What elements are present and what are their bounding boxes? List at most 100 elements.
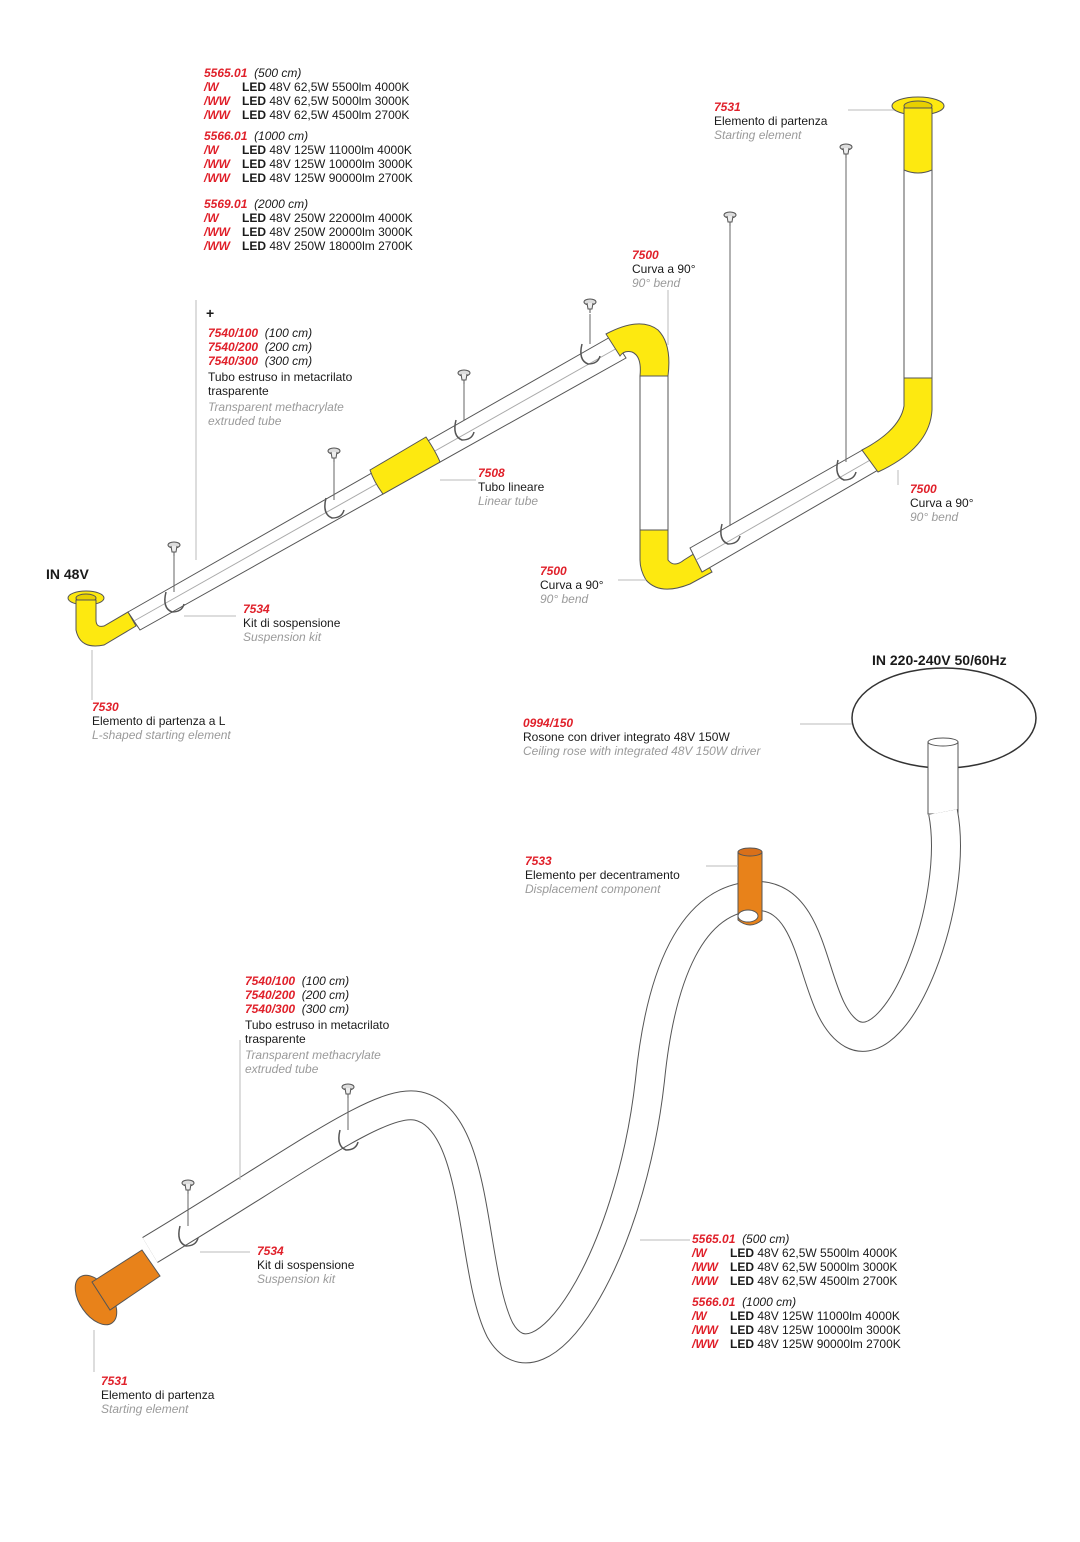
tube-en: Transparent methacrylate [245, 1048, 381, 1062]
component-it: Elemento per decentramento [525, 868, 680, 882]
led-variant: /W [204, 80, 219, 94]
label-7534-bottom: 7534 Kit di sospensione Suspension kit [257, 1244, 354, 1286]
input-220v-label: IN 220-240V 50/60Hz [872, 652, 1007, 668]
component-it: Curva a 90° [632, 262, 696, 276]
led-variant: /W [692, 1246, 707, 1260]
led-group-0: 5565.01 (500 cm) /W LED 48V 62,5W 5500lm … [204, 66, 413, 122]
component-en: Starting element [101, 1402, 189, 1416]
led-group-code: 5566.01 [204, 129, 248, 143]
component-code: 7530 [92, 700, 119, 714]
led-group-length: (2000 cm) [254, 197, 309, 211]
led-variant: /WW [204, 108, 230, 122]
tube-en: Transparent methacrylate [208, 400, 344, 414]
diagonal-tube-right [689, 447, 879, 573]
component-en: 90° bend [632, 276, 681, 290]
leader-lines-bottom [93, 723, 852, 1372]
led-tag: LED [730, 1260, 754, 1274]
input-48v-label: IN 48V [46, 566, 89, 582]
tube-code: 7540/200 [245, 988, 296, 1002]
bottom-installation [74, 667, 1037, 1372]
component-it: Elemento di partenza [714, 114, 828, 128]
led-tag: LED [730, 1309, 754, 1323]
ceiling-rose-0994-150 [851, 667, 1037, 815]
plus-sign: + [206, 305, 215, 321]
led-variant: /WW [204, 157, 230, 171]
led-spec: 48V 62,5W 5500lm 4000K [269, 80, 410, 94]
led-spec: 48V 125W 11000lm 4000K [269, 143, 412, 157]
label-7531-top: 7531 Elemento di partenza Starting eleme… [714, 100, 827, 142]
led-tag: LED [242, 239, 266, 253]
linear-tube-7508 [369, 436, 441, 495]
top-led-spec-block: 5565.01 (500 cm) /W LED 48V 62,5W 5500lm … [204, 66, 413, 260]
tube-code: 7540/300 [208, 354, 259, 368]
leader-lines-top [91, 109, 899, 700]
led-tag: LED [242, 94, 266, 108]
label-7530: 7530 Elemento di partenza a L L-shaped s… [92, 700, 231, 742]
led-spec: 48V 125W 10000lm 3000K [269, 157, 413, 171]
suspension-wires-bottom [187, 1098, 349, 1226]
led-variant: /WW [204, 225, 230, 239]
component-code: 7500 [910, 482, 937, 496]
tube-it2: trasparente [208, 384, 269, 398]
component-code: 7531 [101, 1374, 128, 1388]
led-spec: 48V 125W 11000lm 4000K [757, 1309, 900, 1323]
led-group-length: (1000 cm) [742, 1295, 797, 1309]
top-installation [67, 96, 945, 700]
led-tag: LED [242, 143, 266, 157]
label-7534-top: 7534 Kit di sospensione Suspension kit [243, 602, 340, 644]
tube-it: Tubo estruso in metacrilato [208, 370, 353, 384]
component-en: 90° bend [910, 510, 959, 524]
led-tag: LED [242, 108, 266, 122]
start-element-7531-bottom [74, 1249, 161, 1326]
component-code: 7500 [632, 248, 659, 262]
tube-code: 7540/100 [245, 974, 296, 988]
bend-7500-right [861, 377, 933, 473]
led-spec: 48V 62,5W 5500lm 4000K [757, 1246, 898, 1260]
led-variant: /WW [204, 94, 230, 108]
led-spec: 48V 250W 18000lm 2700K [269, 239, 413, 253]
flexible-tube [142, 809, 961, 1364]
component-it: Tubo lineare [478, 480, 545, 494]
component-it: Elemento di partenza [101, 1388, 215, 1402]
component-en: Suspension kit [257, 1272, 336, 1286]
led-group-length: (500 cm) [254, 66, 302, 80]
tube-code: 7540/200 [208, 340, 259, 354]
label-7500-right: 7500 Curva a 90° 90° bend [910, 482, 974, 524]
led-tag: LED [242, 211, 266, 225]
led-variant: /WW [692, 1337, 718, 1351]
component-code: 7531 [714, 100, 741, 114]
component-en: 90° bend [540, 592, 589, 606]
vertical-tube-down [639, 375, 669, 533]
component-en: L-shaped starting element [92, 728, 231, 742]
led-variant: /WW [204, 171, 230, 185]
component-en: Starting element [714, 128, 802, 142]
led-tag: LED [242, 157, 266, 171]
tube-length: (200 cm) [301, 988, 350, 1002]
led-variant: /WW [692, 1260, 718, 1274]
label-7533: 7533 Elemento per decentramento Displace… [525, 854, 680, 896]
component-it: Curva a 90° [540, 578, 604, 592]
tube-code: 7540/100 [208, 326, 259, 340]
led-spec: 48V 125W 90000lm 2700K [757, 1337, 901, 1351]
led-group-code: 5565.01 [204, 66, 248, 80]
component-code: 0994/150 [523, 716, 574, 730]
tube-length: (200 cm) [264, 340, 313, 354]
tube-length: (300 cm) [264, 354, 313, 368]
led-spec: 48V 62,5W 4500lm 2700K [757, 1274, 898, 1288]
component-code: 7534 [257, 1244, 284, 1258]
led-group-code: 5566.01 [692, 1295, 736, 1309]
component-en: Displacement component [525, 882, 661, 896]
led-variant: /WW [204, 239, 230, 253]
component-it: Rosone con driver integrato 48V 150W [523, 730, 730, 744]
led-spec: 48V 62,5W 5000lm 3000K [757, 1260, 898, 1274]
l-start-element-7530 [67, 590, 137, 647]
component-code: 7508 [478, 466, 505, 480]
component-code: 7500 [540, 564, 567, 578]
suspension-clamps-top [164, 343, 857, 613]
led-variant: /WW [692, 1323, 718, 1337]
component-en: Ceiling rose with integrated 48V 150W dr… [523, 744, 761, 758]
